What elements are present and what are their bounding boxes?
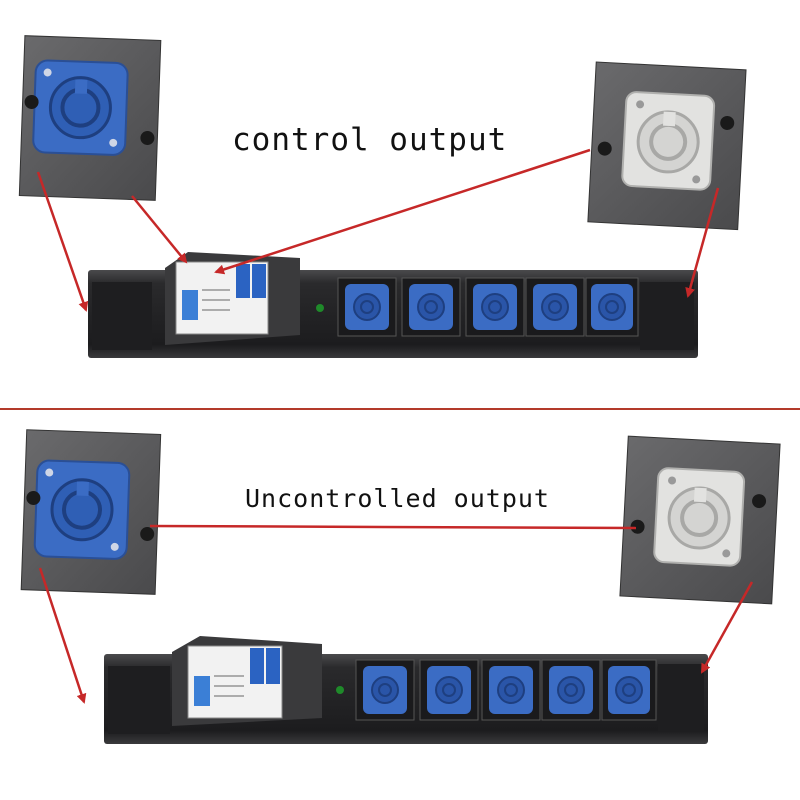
- connector-line: [149, 524, 637, 530]
- control-output-caption: control output: [232, 122, 508, 158]
- arrow: [38, 567, 87, 704]
- blue-connector-plate: [18, 35, 162, 201]
- arrow: [36, 171, 89, 312]
- arrow: [131, 195, 188, 264]
- socket: [541, 659, 601, 721]
- socket-row: [355, 659, 657, 721]
- power-distribution-bar: [88, 252, 698, 358]
- blue-connector-plate: [20, 429, 162, 595]
- socket: [585, 277, 639, 337]
- socket-row: [337, 277, 639, 337]
- indicator-led: [316, 304, 324, 312]
- socket: [601, 659, 657, 721]
- arrows: [36, 148, 720, 312]
- top-panel: [18, 35, 747, 358]
- socket: [481, 659, 541, 721]
- power-distribution-bar: [104, 636, 708, 744]
- white-connector-plate: [587, 61, 747, 231]
- arrows: [38, 524, 754, 704]
- socket: [525, 277, 585, 337]
- socket: [419, 659, 479, 721]
- socket: [355, 659, 415, 721]
- circuit-breaker: [165, 252, 300, 345]
- arrow: [214, 148, 591, 275]
- white-connector-plate: [619, 435, 781, 605]
- arrow: [685, 187, 720, 298]
- socket: [401, 277, 461, 337]
- arrow: [700, 581, 754, 674]
- uncontrolled-output-caption: Uncontrolled output: [245, 484, 550, 513]
- socket: [337, 277, 397, 337]
- indicator-led: [336, 686, 344, 694]
- socket: [465, 277, 525, 337]
- circuit-breaker: [172, 636, 322, 726]
- bottom-panel: [20, 429, 781, 744]
